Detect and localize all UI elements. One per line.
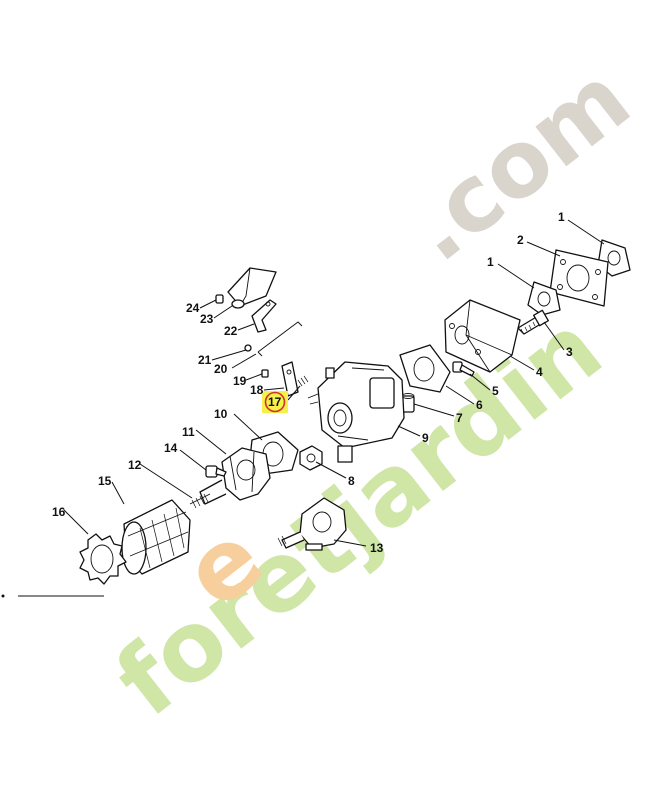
part-label-12[interactable]: 12	[128, 458, 142, 472]
part-17-highlight[interactable]	[262, 391, 288, 413]
part-label-9[interactable]: 9	[422, 431, 429, 445]
part-6-drawing	[399, 344, 451, 393]
part-label-13[interactable]: 13	[370, 541, 384, 555]
part-label-22[interactable]: 22	[224, 324, 238, 338]
part-label-17[interactable]: 17	[268, 395, 282, 409]
part-17-drawing	[297, 375, 309, 387]
stray-dot	[1, 594, 5, 598]
part-label-15[interactable]: 15	[98, 474, 112, 488]
part-2-drawing	[549, 249, 609, 307]
part-label-3[interactable]: 3	[566, 345, 573, 359]
part-17-highlight-box	[262, 391, 288, 413]
part-label-7[interactable]: 7	[456, 411, 463, 425]
part-label-6[interactable]: 6	[476, 398, 483, 412]
part-16-drawing	[79, 533, 127, 585]
part-14-drawing	[205, 465, 227, 478]
part-19-drawing	[261, 369, 269, 378]
part-12-drawing	[189, 493, 211, 509]
part-21-drawing	[244, 344, 252, 352]
part-label-4[interactable]: 4	[536, 365, 543, 379]
part-labels: 1 2 1 3 4 5 6 7 8 9 10 11 12 13 14 15 16…	[52, 210, 573, 555]
part-18-drawing	[281, 361, 299, 397]
part-4-drawing	[444, 299, 521, 373]
part-label-19[interactable]: 19	[233, 374, 247, 388]
part-label-23[interactable]: 23	[200, 312, 214, 326]
part-label-11[interactable]: 11	[182, 425, 195, 439]
part-label-1a[interactable]: 1	[558, 210, 565, 224]
part-label-10[interactable]: 10	[214, 407, 228, 421]
part-8-drawing	[299, 445, 323, 471]
part-22-drawing	[251, 299, 277, 333]
part-label-16[interactable]: 16	[52, 505, 66, 519]
part-label-14[interactable]: 14	[164, 441, 178, 455]
part-9-drawing	[307, 361, 405, 463]
part-17-highlight-ring	[264, 391, 286, 413]
leader-lines	[63, 219, 605, 547]
part-label-5[interactable]: 5	[492, 384, 499, 398]
part-1b-drawing	[527, 281, 561, 316]
parts-drawings	[1, 239, 631, 598]
part-label-20[interactable]: 20	[214, 362, 228, 376]
part-label-2[interactable]: 2	[517, 233, 524, 247]
part-label-1b[interactable]: 1	[487, 255, 494, 269]
part-label-18[interactable]: 18	[250, 383, 264, 397]
part-15-drawing	[121, 499, 191, 575]
part-13-drawing	[277, 497, 347, 551]
part-23-drawing	[227, 267, 277, 309]
part-label-8[interactable]: 8	[348, 474, 355, 488]
part-24-drawing	[215, 294, 224, 304]
part-label-24[interactable]: 24	[186, 301, 200, 315]
part-label-21[interactable]: 21	[198, 353, 212, 367]
part-20-drawing	[257, 321, 303, 357]
part-11-drawing	[199, 447, 271, 505]
